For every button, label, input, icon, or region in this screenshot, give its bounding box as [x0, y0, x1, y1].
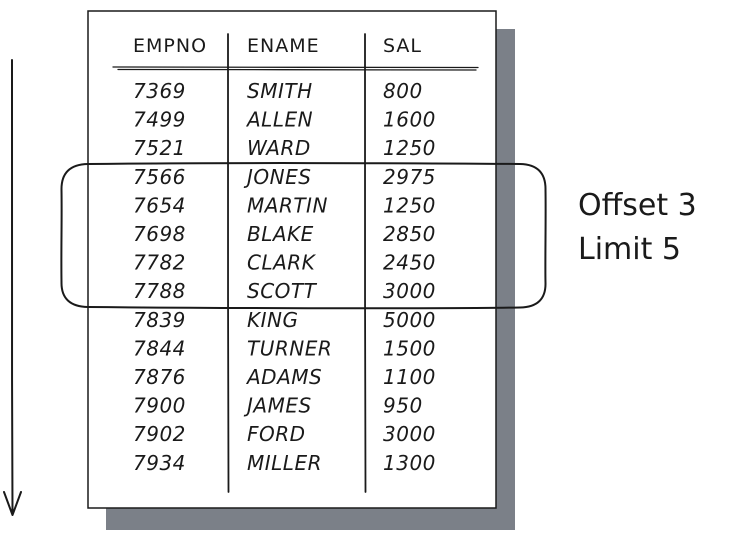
table-row: 7844 TURNER 1500 — [133, 336, 436, 360]
cell-ename: ALLEN — [245, 108, 313, 132]
cell-empno: 7934 — [133, 451, 186, 475]
direction-arrow-shaft — [11, 59, 14, 513]
table-row: 7788 SCOTT 3000 — [133, 279, 436, 303]
table-grid — [112, 33, 479, 493]
cell-ename: ADAMS — [245, 365, 322, 389]
direction-arrow — [3, 59, 22, 516]
cell-empno: 7902 — [133, 422, 186, 446]
cell-ename: SMITH — [247, 79, 313, 103]
cell-sal: 1250 — [383, 136, 436, 160]
cell-sal: 800 — [383, 79, 423, 103]
column-header-ename: ENAME — [247, 35, 320, 57]
cell-sal: 1100 — [383, 365, 436, 389]
cell-ename: MARTIN — [247, 193, 328, 217]
cell-sal: 1250 — [383, 193, 436, 217]
cell-sal: 1300 — [383, 451, 436, 475]
cell-ename: JONES — [243, 165, 311, 189]
cell-sal: 1500 — [383, 336, 436, 360]
table-row: 7566 JONES 2975 — [133, 165, 436, 189]
offset-limit-annotation: Offset 3 Limit 5 — [578, 188, 697, 267]
table-header: EMPNO ENAME SAL — [133, 35, 422, 57]
header-divider — [112, 66, 479, 71]
cell-empno: 7521 — [133, 136, 186, 160]
cell-empno: 7698 — [133, 222, 186, 246]
table-row: 7876 ADAMS 1100 — [133, 365, 436, 389]
cell-ename: FORD — [247, 422, 306, 446]
table-row: 7698 BLAKE 2850 — [133, 222, 436, 246]
table-row: 7521 WARD 1250 — [133, 136, 436, 160]
annotation-offset: Offset 3 — [578, 188, 697, 223]
cell-sal: 3000 — [383, 422, 436, 446]
cell-sal: 2450 — [383, 251, 436, 275]
table-row: 7902 FORD 3000 — [133, 422, 436, 446]
cell-sal: 5000 — [383, 308, 436, 332]
cell-sal: 2975 — [383, 165, 436, 189]
annotation-limit: Limit 5 — [578, 232, 681, 267]
cell-sal: 1600 — [383, 108, 436, 132]
table-row: 7934 MILLER 1300 — [133, 451, 436, 475]
cell-ename: CLARK — [247, 251, 317, 275]
cell-sal: 3000 — [383, 279, 436, 303]
cell-sal: 2850 — [383, 222, 436, 246]
cell-ename: BLAKE — [247, 222, 314, 246]
table-row: 7654 MARTIN 1250 — [133, 193, 436, 217]
cell-ename: SCOTT — [247, 279, 318, 303]
cell-empno: 7566 — [133, 165, 186, 189]
column-divider-2 — [364, 33, 367, 493]
cell-ename: WARD — [247, 136, 311, 160]
cell-empno: 7876 — [133, 365, 186, 389]
column-header-sal: SAL — [383, 35, 422, 57]
table-row: 7900 JAMES 950 — [133, 394, 423, 418]
cell-empno: 7788 — [133, 279, 186, 303]
cell-empno: 7499 — [133, 108, 186, 132]
table-sheet — [87, 10, 497, 509]
cell-empno: 7900 — [133, 394, 186, 418]
selection-highlight-box — [60, 162, 547, 310]
column-divider-1 — [227, 33, 230, 493]
direction-arrow-head — [3, 491, 22, 516]
cell-ename: KING — [247, 308, 298, 332]
cell-sal: 950 — [383, 394, 423, 418]
cell-empno: 7369 — [133, 79, 186, 103]
column-header-empno: EMPNO — [133, 35, 207, 57]
cell-ename: MILLER — [247, 451, 322, 475]
table-row: 7369 SMITH 800 — [133, 79, 423, 103]
table-row: 7839 KING 5000 — [133, 308, 436, 332]
cell-ename: TURNER — [247, 336, 332, 360]
table-body: 7369 SMITH 800 7499 ALLEN 1600 7521 WARD 1250 756… — [133, 79, 436, 475]
cell-empno: 7839 — [133, 308, 186, 332]
cell-empno: 7654 — [133, 193, 186, 217]
cell-empno: 7844 — [133, 336, 186, 360]
table-row: 7499 ALLEN 1600 — [133, 108, 436, 132]
cell-empno: 7782 — [133, 251, 186, 275]
table-row: 7782 CLARK 2450 — [133, 251, 436, 275]
cell-ename: JAMES — [243, 394, 312, 418]
